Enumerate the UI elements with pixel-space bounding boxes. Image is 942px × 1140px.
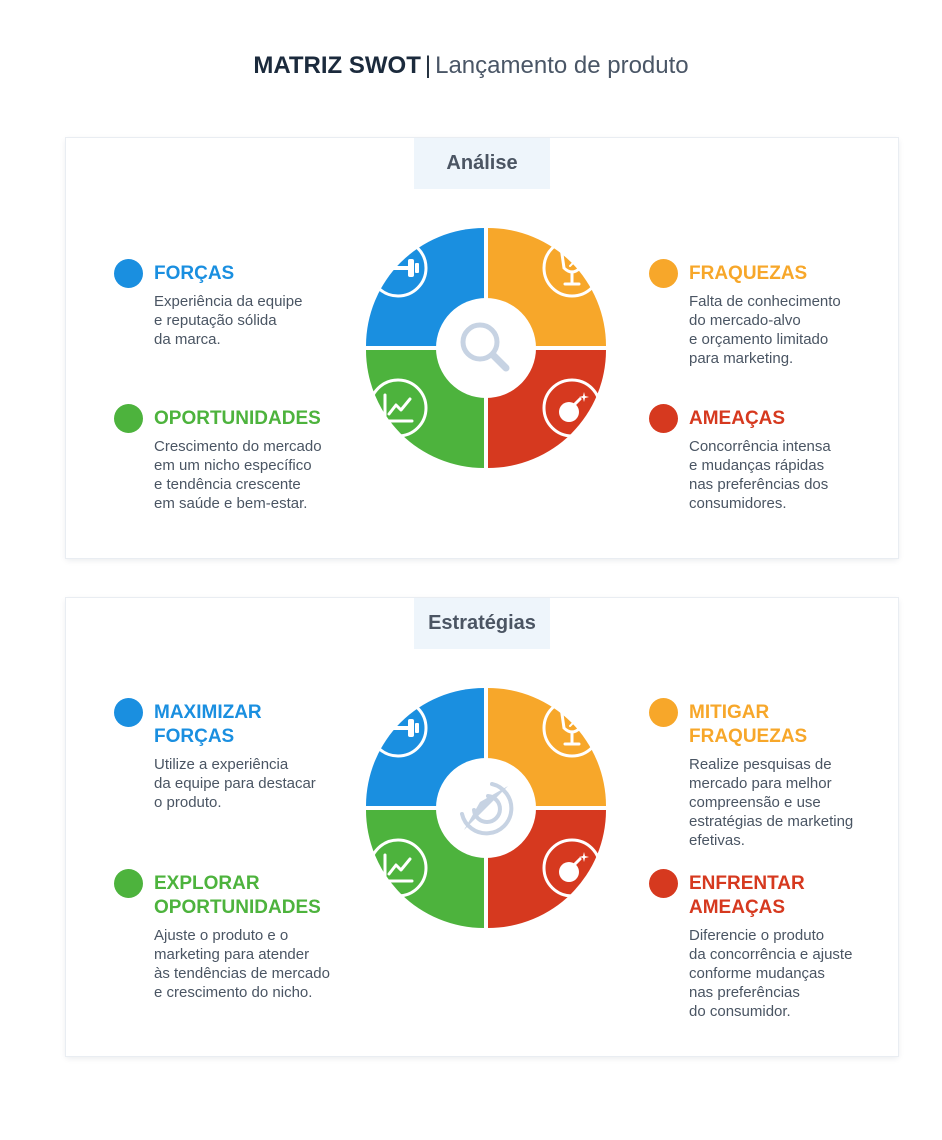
maximize-strengths-text: Utilize a experiência da equipe para des… bbox=[154, 756, 316, 811]
weaknesses-item: FRAQUEZAS Falta de conhecimento do merca… bbox=[649, 259, 899, 369]
maximize-strengths-item: MAXIMIZAR FORÇAS Utilize a experiência d… bbox=[114, 698, 364, 818]
maximize-strengths-title: MAXIMIZAR FORÇAS bbox=[154, 702, 262, 747]
mitigate-weaknesses-text: Realize pesquisas de mercado para melhor… bbox=[689, 756, 854, 849]
threats-item: AMEAÇAS Concorrência intensa e mudanças … bbox=[649, 404, 899, 514]
bomb-icon bbox=[542, 838, 602, 898]
strengths-text: Experiência da equipe e reputação sólida… bbox=[154, 293, 303, 348]
analysis-panel: Análise bbox=[66, 138, 898, 558]
mitigate-weaknesses-item: MITIGAR FRAQUEZAS Realize pesquisas de m… bbox=[649, 698, 899, 858]
broken-glass-icon bbox=[542, 238, 602, 298]
explore-opportunities-item: EXPLORAR OPORTUNIDADES Ajuste o produto … bbox=[114, 869, 364, 1009]
strategies-swot-wheel bbox=[366, 688, 606, 928]
title-subtitle: Lançamento de produto bbox=[435, 52, 689, 79]
face-threats-title: ENFRENTAR AMEAÇAS bbox=[689, 873, 805, 918]
threats-dot bbox=[649, 404, 678, 433]
dumbbell-icon bbox=[368, 238, 428, 298]
analysis-swot-wheel bbox=[366, 228, 606, 468]
weaknesses-text: Falta de conhecimento do mercado-alvo e … bbox=[689, 293, 841, 367]
growth-chart-icon bbox=[368, 378, 428, 438]
strengths-item: FORÇAS Experiência da equipe e reputação… bbox=[114, 259, 364, 349]
strategies-tab: Estratégias bbox=[414, 598, 550, 649]
weaknesses-dot bbox=[649, 259, 678, 288]
broken-glass-icon bbox=[542, 698, 602, 758]
face-threats-text: Diferencie o produto da concorrência e a… bbox=[689, 927, 853, 1020]
target-click-icon bbox=[460, 782, 514, 836]
opportunities-title: OPORTUNIDADES bbox=[154, 408, 321, 429]
analysis-tab: Análise bbox=[414, 138, 550, 189]
face-threats-item: ENFRENTAR AMEAÇAS Diferencie o produto d… bbox=[649, 869, 899, 1029]
strengths-dot bbox=[114, 698, 143, 727]
opportunities-dot bbox=[114, 404, 143, 433]
title-separator: | bbox=[424, 52, 432, 79]
strengths-dot bbox=[114, 259, 143, 288]
weaknesses-title: FRAQUEZAS bbox=[689, 263, 808, 284]
threats-dot bbox=[649, 869, 678, 898]
bomb-icon bbox=[542, 378, 602, 438]
threats-title: AMEAÇAS bbox=[689, 408, 786, 429]
page-title: MATRIZ SWOT|Lançamento de produto bbox=[0, 52, 942, 80]
threats-text: Concorrência intensa e mudanças rápidas … bbox=[689, 438, 831, 512]
explore-opportunities-text: Ajuste o produto e o marketing para aten… bbox=[154, 927, 330, 1001]
growth-chart-icon bbox=[368, 838, 428, 898]
mitigate-weaknesses-title: MITIGAR FRAQUEZAS bbox=[689, 702, 808, 747]
title-bold: MATRIZ SWOT bbox=[253, 52, 421, 79]
dumbbell-icon bbox=[368, 698, 428, 758]
strengths-title: FORÇAS bbox=[154, 263, 235, 284]
strategies-panel: Estratégias bbox=[66, 598, 898, 1056]
magnifier-icon bbox=[460, 322, 510, 372]
opportunities-text: Crescimento do mercado em um nicho espec… bbox=[154, 438, 322, 512]
weaknesses-dot bbox=[649, 698, 678, 727]
opportunities-item: OPORTUNIDADES Crescimento do mercado em … bbox=[114, 404, 364, 514]
opportunities-dot bbox=[114, 869, 143, 898]
explore-opportunities-title: EXPLORAR OPORTUNIDADES bbox=[154, 873, 321, 918]
